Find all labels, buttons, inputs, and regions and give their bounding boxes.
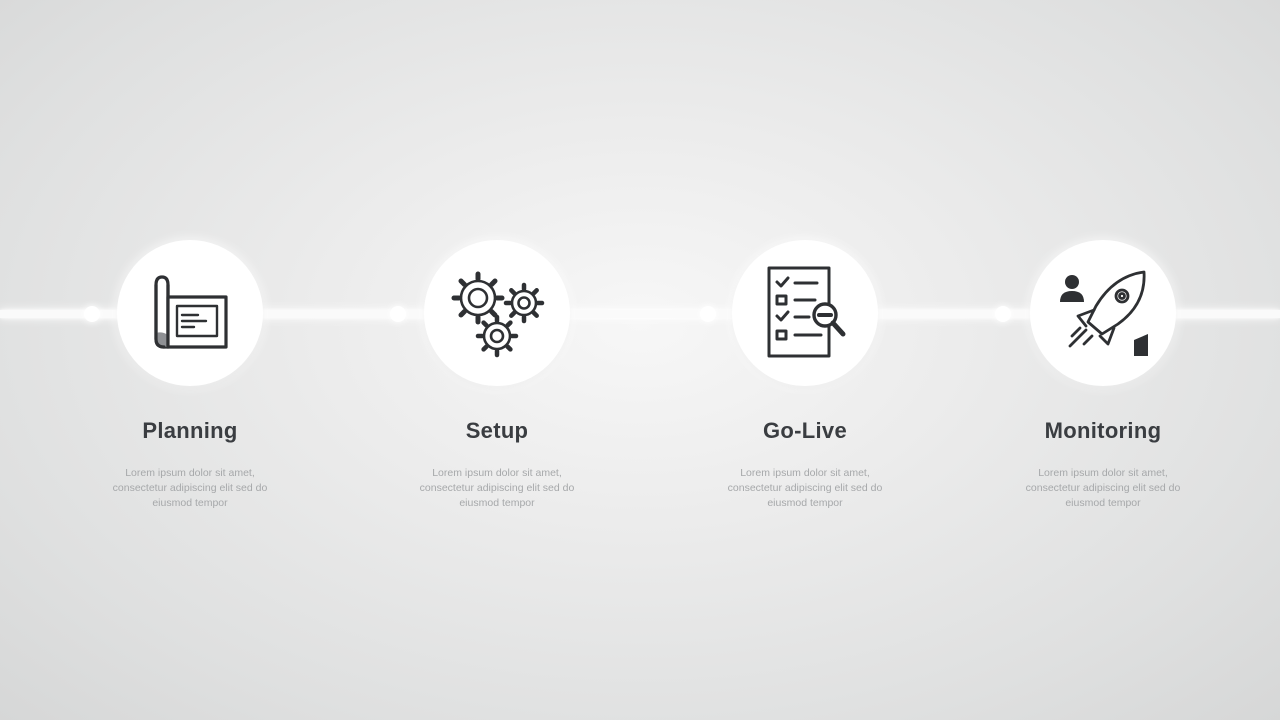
timeline-node (84, 306, 100, 322)
step-icon-circle (117, 240, 263, 386)
step-title: Setup (465, 418, 529, 443)
step-icon-circle (1030, 240, 1176, 386)
step-icon-circle (732, 240, 878, 386)
step-title: Monitoring (1044, 418, 1162, 443)
step-monitoring: Monitoring Lorem ipsum dolor sit amet, c… (993, 240, 1213, 511)
step-go-live: Go-Live Lorem ipsum dolor sit amet, cons… (695, 240, 915, 511)
step-description: Lorem ipsum dolor sit amet, consectetur … (1025, 467, 1181, 509)
step-title: Planning (142, 418, 238, 443)
timeline-node (995, 306, 1011, 322)
checklist-search-icon (755, 258, 855, 368)
blueprint-icon (140, 263, 240, 363)
step-description: Lorem ipsum dolor sit amet, consectetur … (112, 467, 268, 509)
timeline-node (390, 306, 406, 322)
gears-icon (442, 258, 552, 368)
step-title: Go-Live (763, 418, 847, 443)
timeline-node (700, 306, 716, 322)
step-description: Lorem ipsum dolor sit amet, consectetur … (419, 467, 575, 509)
step-icon-circle (424, 240, 570, 386)
step-description: Lorem ipsum dolor sit amet, consectetur … (727, 467, 883, 509)
timeline-line (0, 310, 1280, 318)
step-setup: Setup Lorem ipsum dolor sit amet, consec… (387, 240, 607, 511)
step-planning: Planning Lorem ipsum dolor sit amet, con… (80, 240, 300, 511)
rocket-icon (1048, 258, 1158, 368)
